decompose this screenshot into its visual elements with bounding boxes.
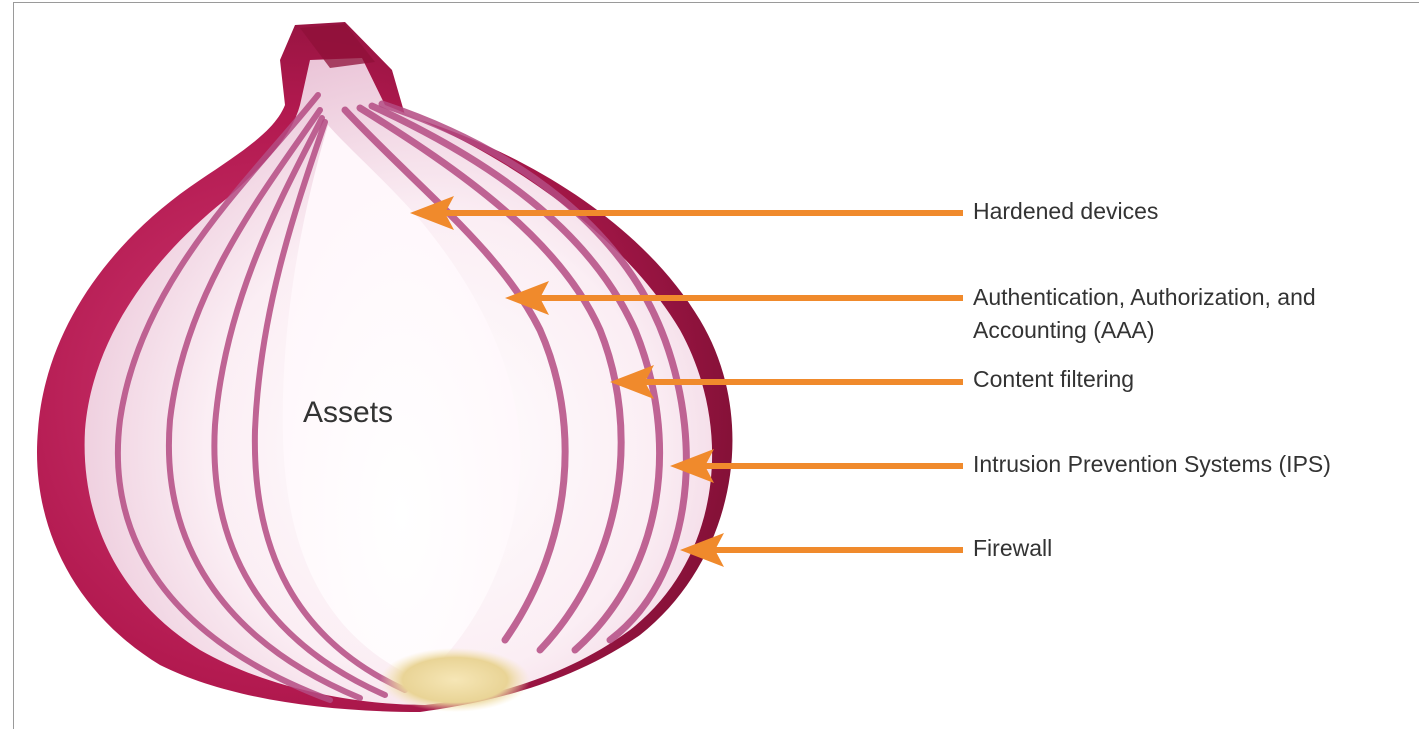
onion-root: [380, 648, 530, 712]
layer-label-text: Hardened devices: [973, 198, 1158, 224]
layer-label-firewall: Firewall: [973, 532, 1052, 565]
layer-label-aaa: Authentication, Authorization, and Accou…: [973, 281, 1316, 347]
layer-label-text: Firewall: [973, 535, 1052, 561]
layer-label-text: Content filtering: [973, 366, 1134, 392]
center-label-assets: Assets: [303, 396, 393, 430]
layer-label-content-filtering: Content filtering: [973, 363, 1134, 396]
layer-label-text: Intrusion Prevention Systems (IPS): [973, 451, 1331, 477]
layer-label-hardened-devices: Hardened devices: [973, 195, 1158, 228]
layer-label-text-line1: Authentication, Authorization, and: [973, 281, 1316, 314]
layer-label-ips: Intrusion Prevention Systems (IPS): [973, 448, 1331, 481]
layer-label-text-line2: Accounting (AAA): [973, 314, 1316, 347]
